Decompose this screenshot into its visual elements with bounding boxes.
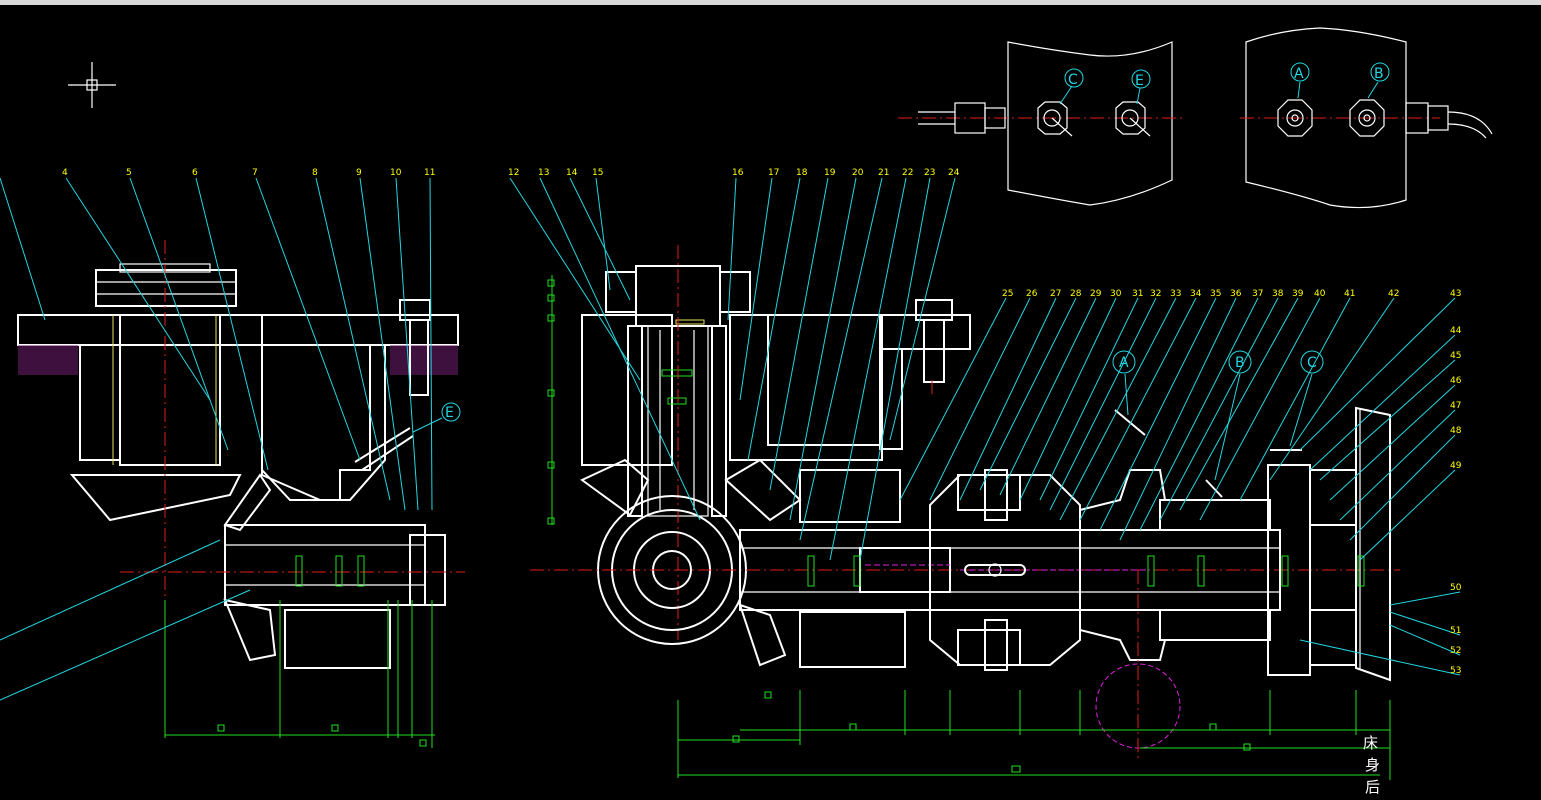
part-numbers-mid: 12 13 14 15 16 17 18 19 20 21 22 23 24: [508, 168, 960, 178]
part-number: 32: [1150, 289, 1161, 299]
part-number: 38: [1272, 289, 1284, 299]
part-number: 4: [62, 168, 68, 178]
crosshair-cursor-icon: [68, 62, 116, 108]
part-number: 47: [1450, 401, 1461, 411]
section-marker-c: C: [1307, 355, 1317, 371]
part-number: 50: [1450, 583, 1462, 593]
part-number: 21: [878, 168, 889, 178]
part-number: 40: [1314, 289, 1326, 299]
part-number: 16: [732, 168, 744, 178]
part-number: 33: [1170, 289, 1181, 299]
part-number: 28: [1070, 289, 1082, 299]
part-number: 48: [1450, 426, 1462, 436]
part-number: 29: [1090, 289, 1102, 299]
part-number: 36: [1230, 289, 1242, 299]
section-marker-a: A: [1119, 355, 1129, 371]
part-number: 8: [312, 168, 318, 178]
detail-panel-ab: [1240, 27, 1493, 209]
part-number: 15: [592, 168, 603, 178]
part-number: 5: [126, 168, 132, 178]
detail-marker-a: A: [1294, 66, 1304, 82]
main-section-view: [509, 177, 1461, 780]
part-number: 42: [1388, 289, 1399, 299]
part-number: 52: [1450, 646, 1461, 656]
part-number: 44: [1450, 326, 1462, 336]
part-number: 9: [356, 168, 362, 178]
part-number: 11: [424, 168, 435, 178]
left-section-view: [0, 177, 465, 748]
part-number: 35: [1210, 289, 1221, 299]
part-number: 27: [1050, 289, 1061, 299]
part-number: 12: [508, 168, 519, 178]
toolbar-strip: [0, 0, 1541, 5]
part-number: 10: [390, 168, 402, 178]
part-number: 39: [1292, 289, 1304, 299]
left-view-marker-e: E: [445, 405, 454, 421]
part-numbers-right: 25 26 27 28 29 30 31 32 33 34 35 36 37 3…: [1002, 289, 1461, 299]
part-number: 41: [1344, 289, 1355, 299]
part-number: 34: [1190, 289, 1202, 299]
part-number: 18: [796, 168, 808, 178]
part-number: 24: [948, 168, 960, 178]
part-number: 45: [1450, 351, 1461, 361]
part-numbers-side: 44 45 46 47 48 49 50 51 52 53: [1450, 326, 1462, 676]
detail-marker-c: C: [1068, 72, 1078, 88]
part-number: 26: [1026, 289, 1038, 299]
detail-marker-b: B: [1374, 66, 1384, 82]
section-marker-b: B: [1235, 355, 1245, 371]
part-number: 23: [924, 168, 935, 178]
part-number: 43: [1450, 289, 1461, 299]
detail-panel-ce: [898, 41, 1185, 206]
part-number: 46: [1450, 376, 1462, 386]
note-char: 身: [1365, 756, 1380, 774]
note-char: 床: [1363, 734, 1378, 752]
part-number: 6: [192, 168, 198, 178]
part-number: 51: [1450, 626, 1461, 636]
part-number: 30: [1110, 289, 1122, 299]
part-numbers-left: 4 5 6 7 8 9 10 11: [62, 168, 435, 178]
detail-marker-e: E: [1135, 73, 1144, 89]
note-char: 后: [1365, 778, 1380, 796]
part-number: 49: [1450, 461, 1462, 471]
part-number: 7: [252, 168, 258, 178]
vertical-note: 床 身 后: [1363, 734, 1380, 796]
part-number: 31: [1132, 289, 1143, 299]
part-number: 22: [902, 168, 913, 178]
part-number: 13: [538, 168, 549, 178]
part-number: 19: [824, 168, 836, 178]
part-number: 20: [852, 168, 864, 178]
part-number: 14: [566, 168, 578, 178]
part-number: 17: [768, 168, 779, 178]
part-number: 25: [1002, 289, 1013, 299]
part-number: 37: [1252, 289, 1263, 299]
part-number: 53: [1450, 666, 1461, 676]
